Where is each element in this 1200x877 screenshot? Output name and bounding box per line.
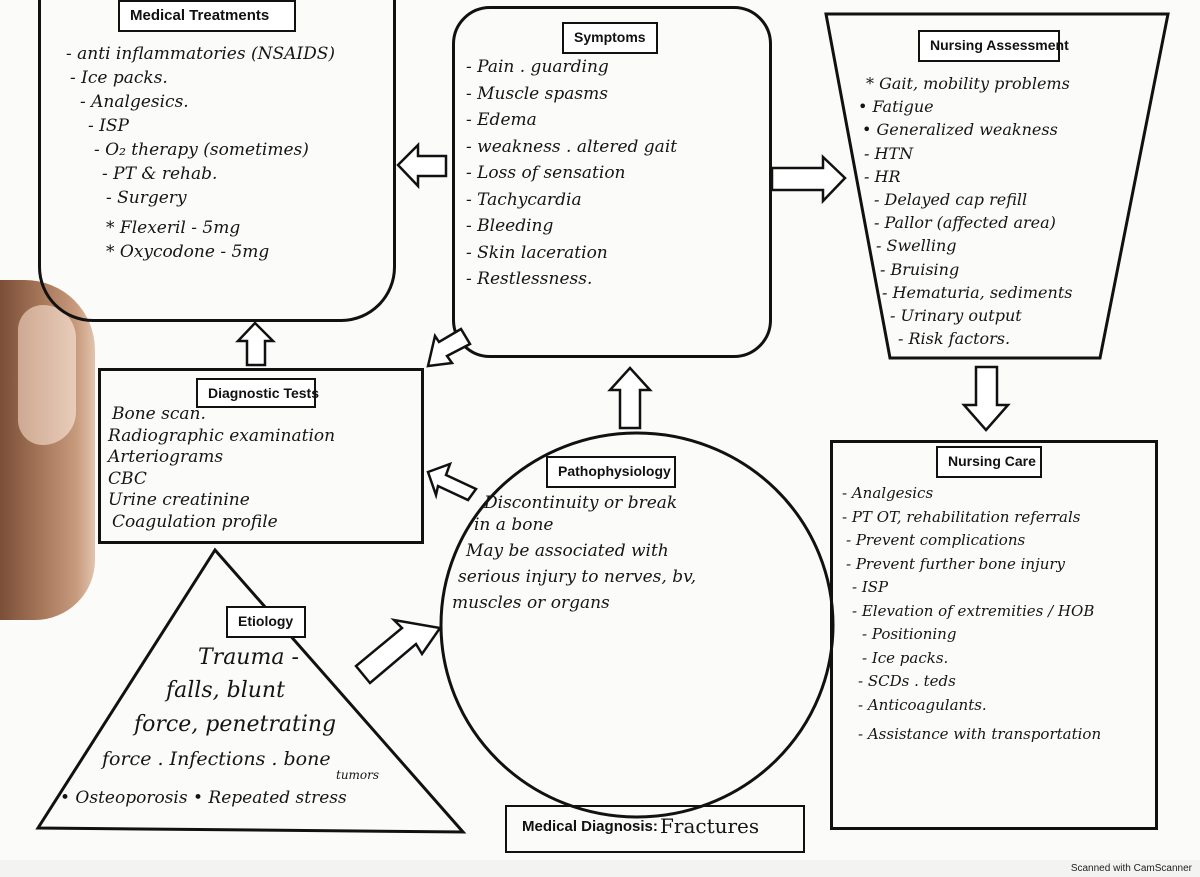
arrow-symptoms-to-diagnostic xyxy=(426,327,472,368)
medical-diagnosis-value: Fractures xyxy=(660,814,760,838)
thumbnail-photo-edge xyxy=(18,305,76,445)
list-item: - Ice packs. xyxy=(70,68,168,88)
pathophysiology-circle xyxy=(439,431,835,819)
etiology-line-2: falls, blunt xyxy=(166,678,285,703)
etiology-line-1: Trauma - xyxy=(198,645,299,670)
list-item: - Muscle spasms xyxy=(466,83,608,104)
arrow-etiology-to-patho xyxy=(354,618,443,685)
list-item: - Anticoagulants. xyxy=(858,695,987,714)
arrow-down-to-nursing-care xyxy=(961,365,1011,432)
list-item: - Skin laceration xyxy=(466,242,608,263)
list-item: - Loss of sensation xyxy=(466,163,626,183)
etiology-title: Etiology xyxy=(226,606,306,638)
text-line: May be associated with xyxy=(466,541,669,561)
list-item: CBC xyxy=(108,468,147,489)
nursing-assessment-title: Nursing Assessment xyxy=(918,30,1069,62)
medical-treatments-title: Medical Treatments xyxy=(118,0,296,32)
list-item: - Pain . guarding xyxy=(466,57,609,77)
list-item: - SCDs . teds xyxy=(858,672,956,690)
symptoms-list: - Pain . guarding - Muscle spasms - Edem… xyxy=(466,54,677,293)
list-item: Urine creatinine xyxy=(108,490,250,510)
arrow-left-to-treatments xyxy=(396,141,448,190)
list-item: - Ice packs. xyxy=(862,648,949,667)
nursing-care-title: Nursing Care xyxy=(936,446,1042,478)
list-item: - HR xyxy=(864,166,901,186)
list-item: * Gait, mobility problems xyxy=(866,74,1070,93)
list-item: - Restlessness. xyxy=(466,269,593,289)
nursing-assessment-shape xyxy=(824,12,1170,360)
list-item: - Hematuria, sediments xyxy=(882,282,1073,302)
list-item: - ISP xyxy=(88,116,129,136)
list-item: - Edema xyxy=(466,110,537,130)
list-item: - Delayed cap refill xyxy=(874,190,1028,210)
list-item: - Prevent further bone injury xyxy=(846,554,1066,573)
list-item: - HTN xyxy=(864,143,914,163)
medical-diagnosis-box xyxy=(505,805,805,853)
list-item: • Generalized weakness xyxy=(862,120,1058,140)
list-item: Arteriograms xyxy=(108,447,224,467)
list-item: - Analgesics. xyxy=(80,92,189,112)
list-item: * Flexeril - 5mg xyxy=(106,218,241,238)
list-item: - weakness . altered gait xyxy=(466,136,678,157)
nursing-care-box xyxy=(830,440,1158,830)
pathophysiology-title: Pathophysiology xyxy=(546,456,676,488)
etiology-line-6: • Osteoporosis • Repeated stress xyxy=(60,788,347,808)
text-line: serious injury to nerves, bv, xyxy=(458,567,697,587)
list-item: • Fatigue xyxy=(858,97,934,117)
list-item: - ISP xyxy=(852,578,889,596)
list-item: - Bruising xyxy=(880,259,960,279)
list-item: - Swelling xyxy=(876,236,957,256)
list-item: - Analgesics xyxy=(842,484,934,502)
text-line: muscles or organs xyxy=(452,593,610,613)
list-item: - anti inflammatories (NSAIDS) xyxy=(66,44,336,64)
list-item: - PT & rehab. xyxy=(102,164,218,184)
scanner-watermark: Scanned with CamScanner xyxy=(1070,863,1192,874)
list-item: Radiographic examination xyxy=(108,425,336,446)
diagnostic-tests-list: Bone scan. Radiographic examination Arte… xyxy=(108,404,335,533)
list-item: - Prevent complications xyxy=(846,531,1026,549)
arrow-patho-to-diagnostic xyxy=(426,461,478,502)
medical-treatments-list: - anti inflammatories (NSAIDS) - Ice pac… xyxy=(66,42,335,264)
diagnostic-tests-title: Diagnostic Tests xyxy=(196,378,319,408)
etiology-line-4: force . Infections . bone xyxy=(102,748,331,770)
list-item: Coagulation profile xyxy=(112,511,278,532)
list-item: - Positioning xyxy=(862,625,957,643)
nursing-assessment-list: * Gait, mobility problems • Fatigue • Ge… xyxy=(858,72,1072,350)
pathophysiology-text: Discontinuity or break in a bone May be … xyxy=(452,490,696,616)
list-item: - Bleeding xyxy=(466,216,554,236)
list-item: - Tachycardia xyxy=(466,189,582,210)
etiology-line-3: force, penetrating xyxy=(134,712,337,737)
text-line: in a bone xyxy=(474,515,554,535)
list-item: * Oxycodone - 5mg xyxy=(106,242,270,262)
list-item: - Assistance with transportation xyxy=(858,725,1102,743)
list-item: - Risk factors. xyxy=(898,329,1011,349)
etiology-line-5: tumors xyxy=(336,768,380,782)
list-item: Bone scan. xyxy=(112,404,206,424)
arrow-right-to-assessment xyxy=(770,154,847,205)
list-item: - Surgery xyxy=(106,188,187,208)
symptoms-title: Symptoms xyxy=(562,22,658,54)
medical-treatments-box xyxy=(38,0,396,322)
list-item: - O₂ therapy (sometimes) xyxy=(94,140,309,160)
nursing-care-list: - Analgesics - PT OT, rehabilitation ref… xyxy=(842,482,1101,747)
symptoms-box xyxy=(452,6,772,358)
etiology-triangle xyxy=(35,547,467,834)
list-item: - Elevation of extremities / HOB xyxy=(852,601,1095,620)
arrow-patho-to-symptoms xyxy=(607,366,653,430)
list-item: - PT OT, rehabilitation referrals xyxy=(842,507,1081,526)
list-item: - Urinary output xyxy=(890,306,1022,326)
list-item: - Pallor (affected area) xyxy=(874,213,1056,233)
diagnostic-tests-box xyxy=(98,368,424,544)
arrow-up-to-treatments xyxy=(235,321,277,367)
medical-diagnosis-label: Medical Diagnosis: xyxy=(522,818,658,835)
text-line: Discontinuity or break xyxy=(484,493,678,513)
